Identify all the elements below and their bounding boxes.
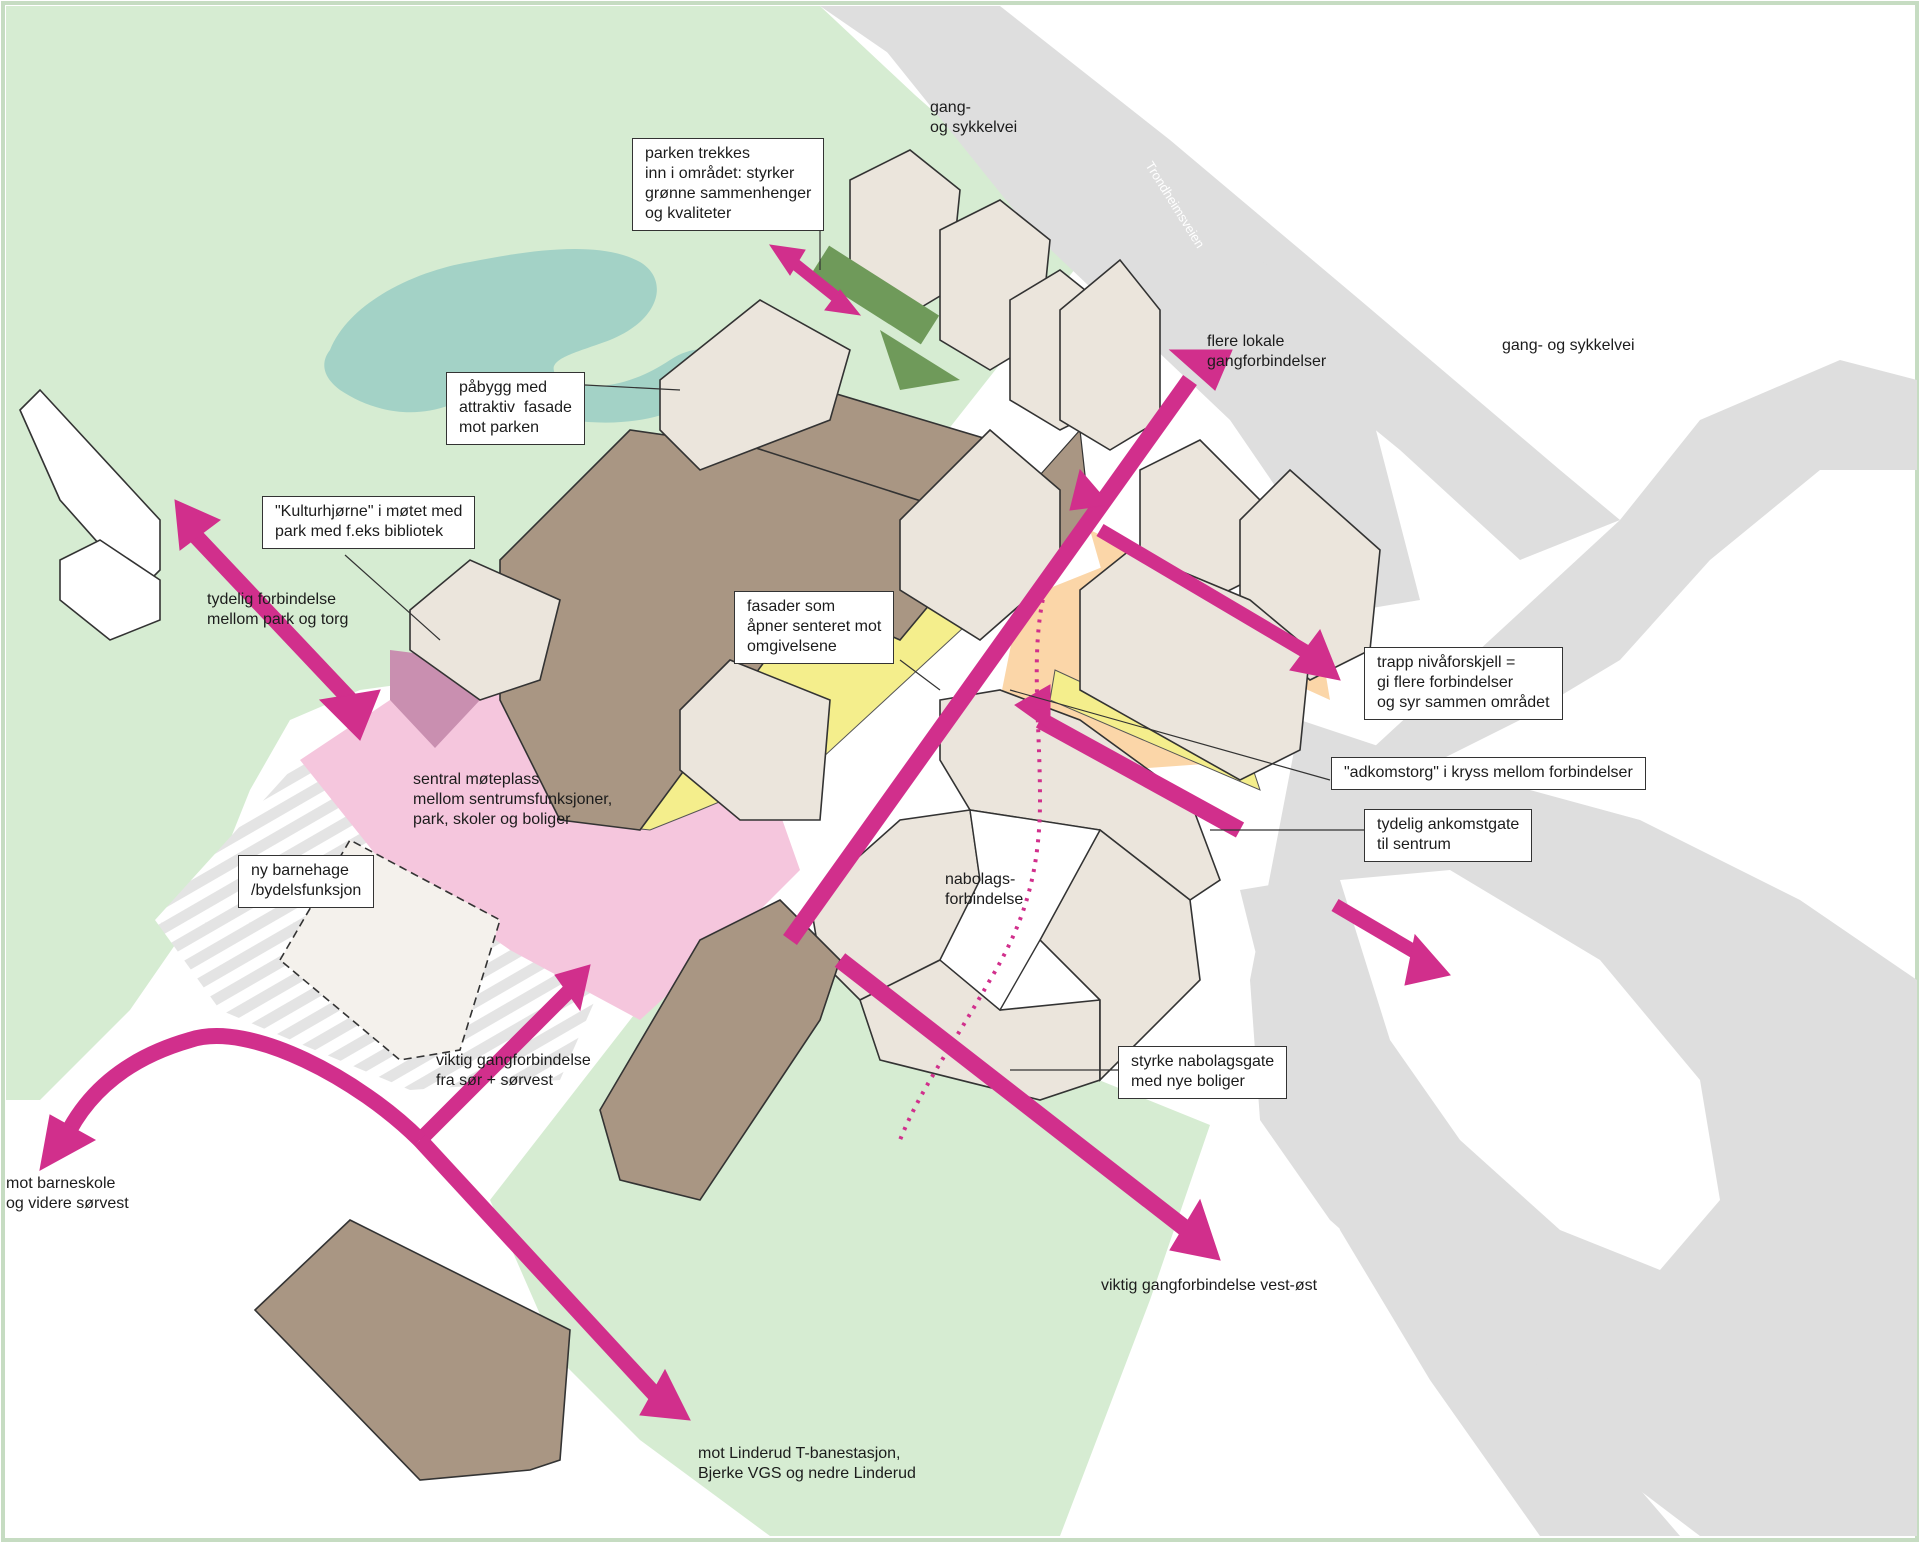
label-tydelig-forbindelse: tydelig forbindelse mellom park og torg bbox=[207, 591, 349, 628]
label-viktig-vest-ost: viktig gangforbindelse vest-øst bbox=[1101, 1277, 1318, 1294]
label-gang-sykkelvei-top: gang- og sykkelvei bbox=[930, 99, 1018, 136]
building-north-west bbox=[19, 388, 161, 641]
green-arrow-icon bbox=[810, 245, 960, 390]
label-adkomstorg: "adkomstorg" i kryss mellom forbindelser bbox=[1331, 757, 1646, 790]
building-fasade bbox=[679, 659, 831, 821]
arrow-barneskole-icon bbox=[39, 1028, 426, 1171]
label-gang-sykkelvei-right: gang- og sykkelvei bbox=[1502, 337, 1635, 354]
residential-blocks bbox=[809, 549, 1311, 1101]
connection-arrows bbox=[39, 244, 1451, 1421]
label-fasader: fasader som åpner senteret mot omgivelse… bbox=[734, 591, 895, 664]
arrow-trapp-icon bbox=[1096, 523, 1341, 681]
arrow-park-icon bbox=[768, 244, 862, 316]
buildings-light bbox=[409, 299, 1061, 821]
label-kulturhjorne: "Kulturhjørne" i møtet med park med f.ek… bbox=[262, 496, 476, 549]
pond bbox=[324, 248, 722, 423]
nw-building-lower bbox=[59, 539, 161, 641]
label-parken-trekkes: parken trekkes inn i området: styrker gr… bbox=[632, 138, 825, 231]
label-flere-lokale: flere lokale gangforbindelser bbox=[1207, 333, 1327, 370]
label-sentral-moteplass: sentral møteplass mellom sentrumsfunksjo… bbox=[413, 771, 613, 828]
arrow-linderud-icon bbox=[414, 1134, 691, 1421]
label-mot-barneskole: mot barneskole og videre sørvest bbox=[6, 1175, 129, 1212]
label-styrke-nabolagsgate: styrke nabolagsgate med nye boliger bbox=[1118, 1046, 1288, 1099]
label-pabygg: påbygg med attraktiv fasade mot parken bbox=[446, 372, 585, 445]
arrow-vest-ost-icon bbox=[834, 953, 1221, 1261]
label-viktig-sor: viktig gangforbindelse fra sør + sørvest bbox=[436, 1052, 591, 1089]
label-barnehage: ny barnehage /bydelsfunksjon bbox=[238, 855, 375, 908]
label-mot-linderud: mot Linderud T-banestasjon, Bjerke VGS o… bbox=[698, 1445, 916, 1482]
arrow-park-plaza-icon bbox=[174, 499, 381, 741]
nw-building-upper bbox=[19, 388, 161, 592]
label-nabolagsforbindelse: nabolags- forbindelse bbox=[945, 871, 1024, 908]
building-dark-slab bbox=[599, 899, 841, 1201]
building-pabygg bbox=[659, 299, 851, 471]
arrow-ankomstgate-icon bbox=[1014, 684, 1245, 838]
label-ankomstgate: tydelig ankomstgate til sentrum bbox=[1364, 809, 1533, 862]
arrow-north-east-icon bbox=[783, 349, 1233, 945]
courtyard-open-space bbox=[939, 809, 1102, 1012]
arrow-east-road-icon bbox=[1331, 898, 1451, 986]
building-dark-south bbox=[253, 1219, 571, 1481]
arrow-south-icon bbox=[414, 964, 591, 1146]
building-kulturhjorne bbox=[409, 559, 561, 701]
label-trapp: trapp nivåforskjell = gi flere forbindel… bbox=[1364, 647, 1563, 720]
road-south-curve bbox=[1240, 880, 1680, 1536]
